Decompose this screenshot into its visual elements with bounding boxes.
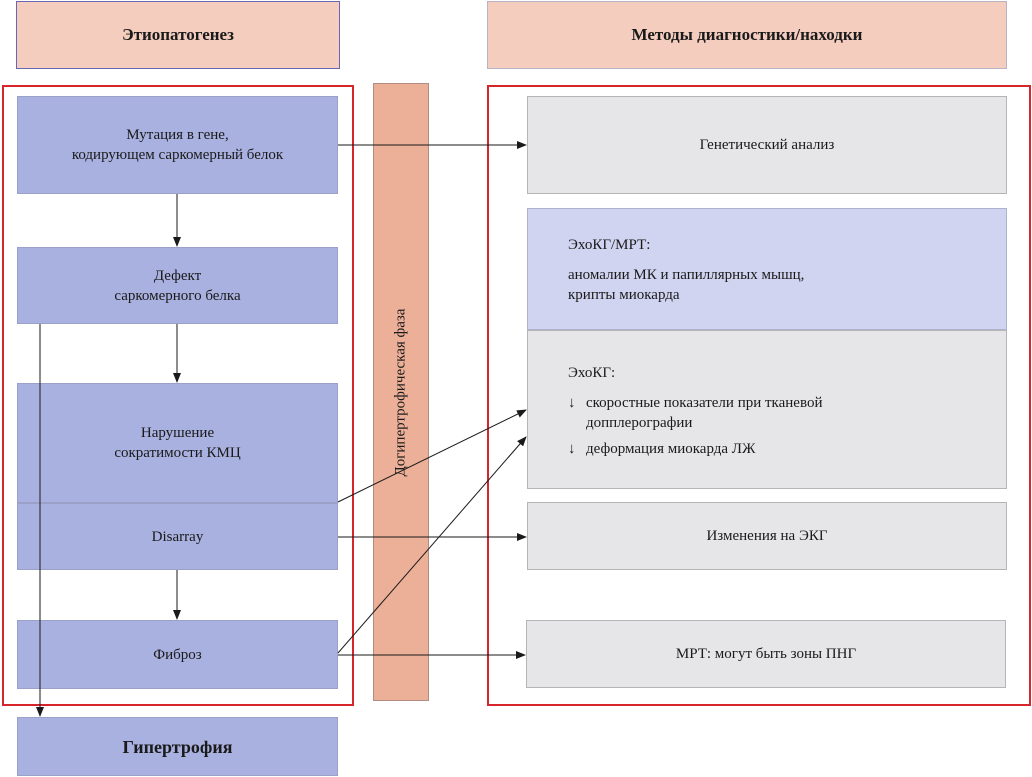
echo-item-2: ↓ деформация миокарда ЛЖ — [568, 439, 755, 459]
header-diagnostics: Методы диагностики/находки — [487, 1, 1007, 69]
decrease-arrow-icon: ↓ — [568, 441, 576, 457]
contractility-line-1: Нарушение — [140, 425, 215, 441]
echo-mri-title: ЭхоКГ/МРТ: — [568, 237, 651, 253]
mutation-line-1: Мутация в гене, — [126, 127, 229, 143]
contractility-box: Нарушение сократимости КМЦ — [17, 383, 338, 503]
ecg-label: Изменения на ЭКГ — [706, 528, 828, 544]
fibrosis-box: Фиброз — [17, 620, 338, 689]
mri-box: МРТ: могут быть зоны ПНГ — [526, 620, 1006, 688]
header-etiopathogenesis-label: Этиопатогенез — [122, 25, 234, 44]
contractility-line-2: сократимости КМЦ — [114, 445, 241, 461]
header-etiopathogenesis: Этиопатогенез — [16, 1, 340, 69]
echo-mri-line-1: аномалии МК и папиллярных мышц, — [568, 267, 805, 283]
mutation-box: Мутация в гене, кодирующем саркомерный б… — [17, 96, 338, 194]
arrow-disarray-to-echo — [337, 409, 527, 503]
defect-box: Дефект саркомерного белка — [17, 247, 338, 324]
etiopathogenesis-frame — [2, 85, 354, 706]
echo-mri-box: ЭхоКГ/МРТ: аномалии МК и папиллярных мыш… — [527, 208, 1007, 330]
disarray-label: Disarray — [151, 528, 204, 545]
mri-label: МРТ: могут быть зоны ПНГ — [675, 646, 857, 662]
echo-item-1: ↓ скоростные показатели при тканевой доп… — [568, 393, 822, 433]
mutation-line-2: кодирующем саркомерный белок — [71, 147, 284, 163]
hypertrophy-label: Гипертрофия — [122, 736, 233, 757]
genetic-analysis-label: Генетический анализ — [699, 137, 835, 153]
diagnostics-frame — [487, 85, 1031, 706]
header-diagnostics-label: Методы диагностики/находки — [631, 25, 863, 44]
defect-line-2: саркомерного белка — [114, 287, 241, 304]
echo-box: ЭхоКГ: ↓ скоростные показатели при ткане… — [527, 330, 1007, 489]
disarray-box: Disarray — [17, 503, 338, 570]
echo-item-1-line-1: скоростные показатели при тканевой — [586, 395, 823, 411]
prehypertrophic-phase-bar: Догипертрофическая фаза — [373, 83, 429, 701]
echo-mri-line-2: крипты миокарда — [568, 287, 680, 303]
fibrosis-label: Фиброз — [153, 646, 202, 663]
defect-line-1: Дефект — [153, 267, 202, 284]
echo-item-1-line-2: допплерографии — [586, 415, 693, 431]
echo-item-2-label: деформация миокарда ЛЖ — [586, 441, 756, 457]
ecg-box: Изменения на ЭКГ — [527, 502, 1007, 570]
decrease-arrow-icon: ↓ — [568, 395, 576, 411]
arrow-fibrosis-to-echo — [337, 436, 527, 654]
hypertrophy-box: Гипертрофия — [17, 717, 338, 776]
genetic-analysis-box: Генетический анализ — [527, 96, 1007, 194]
echo-title: ЭхоКГ: — [568, 365, 616, 381]
